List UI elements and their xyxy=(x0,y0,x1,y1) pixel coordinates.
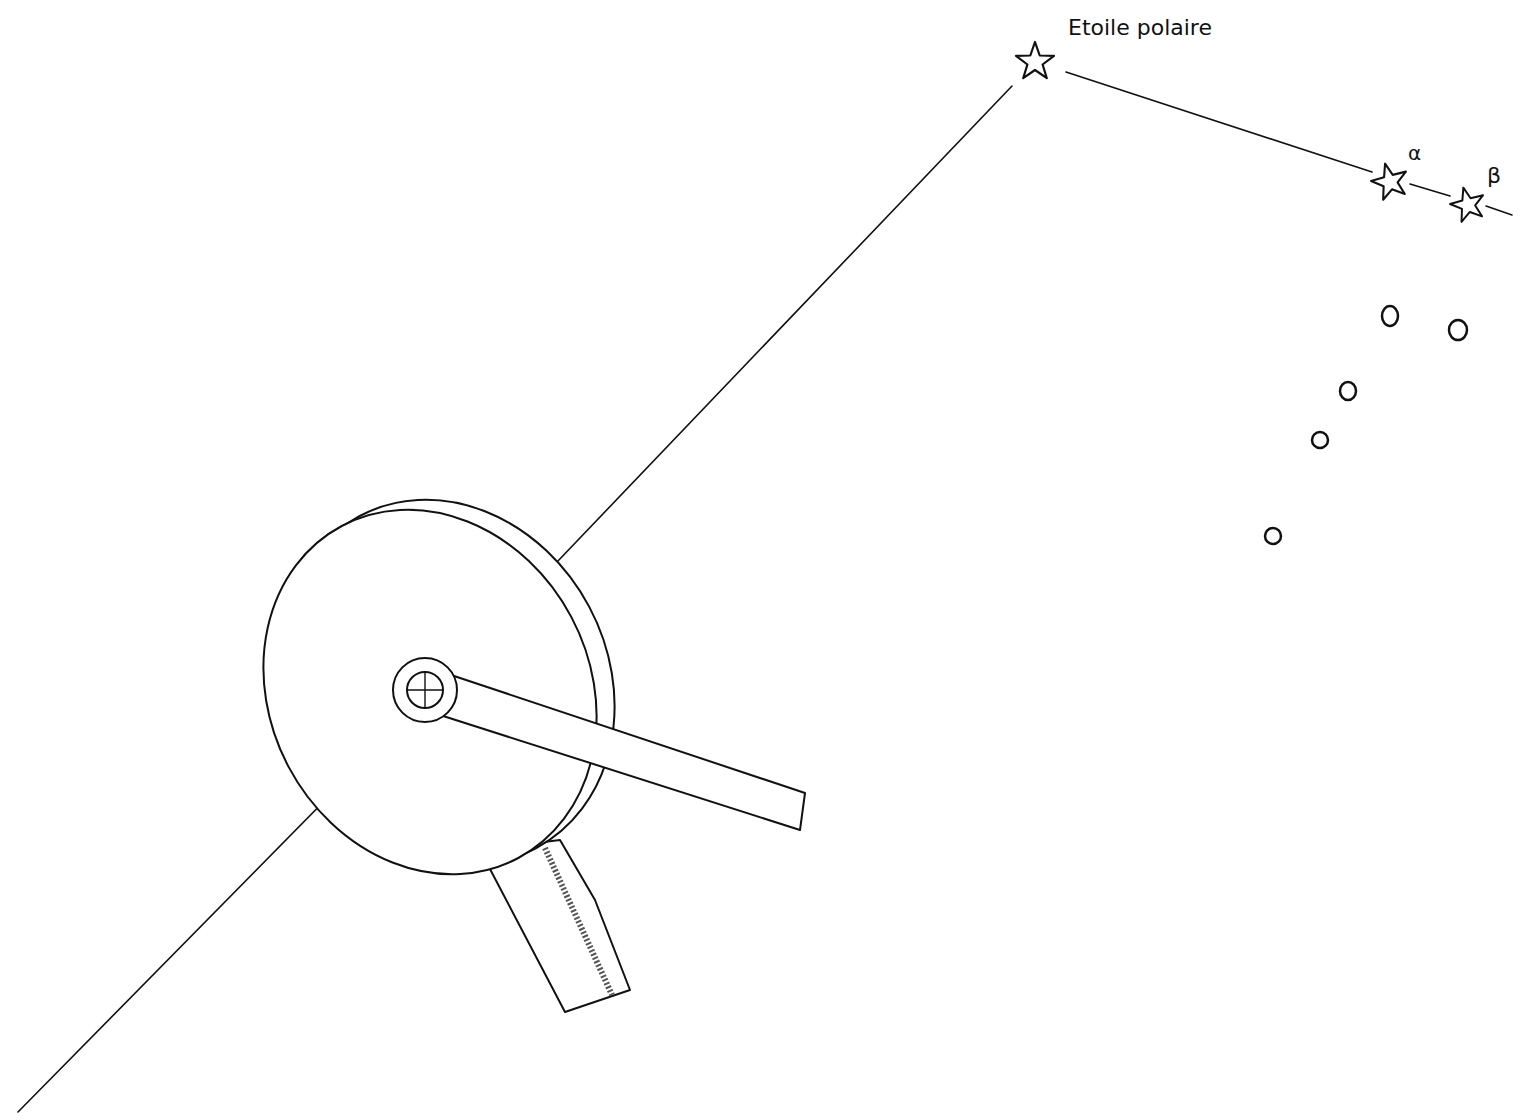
alpha-star xyxy=(1368,159,1412,202)
pointer-line xyxy=(1410,184,1450,196)
dipper-stars xyxy=(1265,306,1467,544)
star-letter: α xyxy=(1408,142,1421,164)
pointer-line xyxy=(1066,72,1372,172)
beta-star xyxy=(1447,183,1488,223)
nocturnal-instrument xyxy=(200,441,805,1012)
pole-star xyxy=(1016,42,1054,78)
sight-line xyxy=(535,86,1012,585)
pointer-line xyxy=(1486,206,1512,215)
star-letter: β xyxy=(1487,164,1501,188)
star-name: Etoile polaire xyxy=(1068,16,1212,40)
